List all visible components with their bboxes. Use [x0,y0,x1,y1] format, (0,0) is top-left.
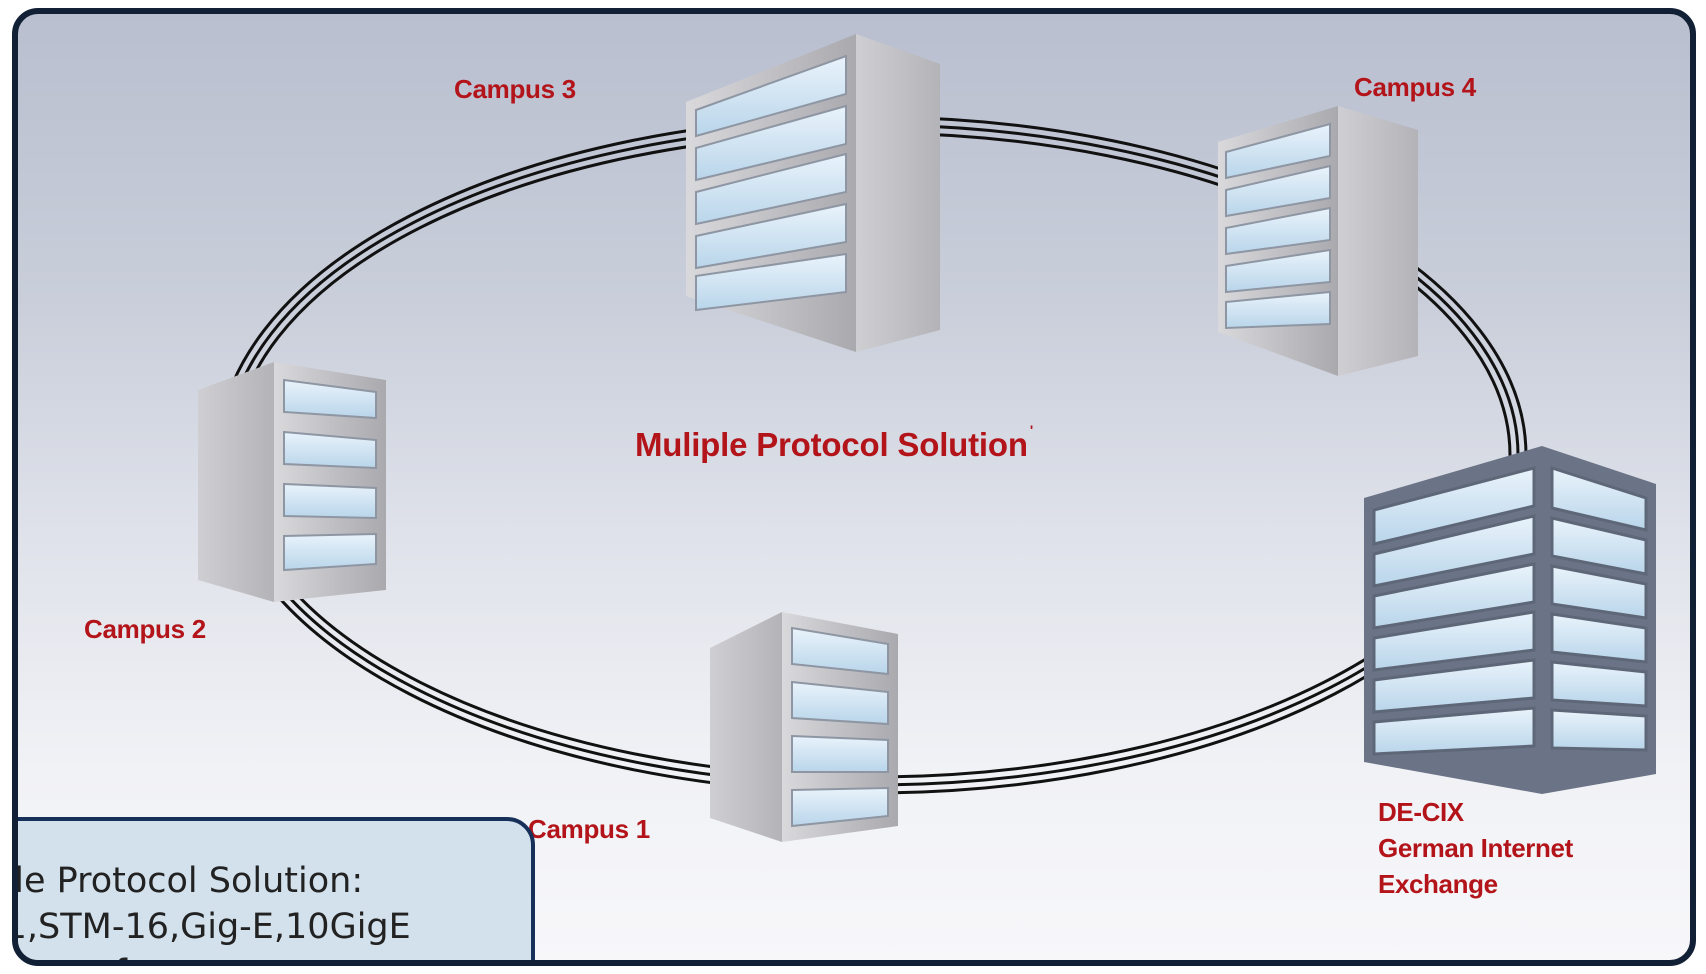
callout-line-2: -1,STM-16,Gig-E,10GigE [12,907,411,947]
diagram-title-text: Muliple Protocol Solution [635,426,1028,463]
callout-line-1: ple Protocol Solution: [12,861,364,901]
network-diagram [198,34,1656,842]
building-de-cix [1364,446,1656,794]
building-campus-4 [1218,106,1418,376]
label-campus-3: Campus 3 [454,74,576,104]
diagram-title-mark: ' [1029,422,1033,438]
building-campus-1 [710,612,898,842]
de-cix-line-2: German Internet [1378,833,1573,863]
label-campus-1: Campus 1 [528,814,650,844]
de-cix-line-3: Exchange [1378,869,1498,899]
protocol-callout: ple Protocol Solution: -1,STM-16,Gig-E,1… [12,817,535,960]
callout-line-3: a transfer [18,953,163,960]
label-campus-2: Campus 2 [84,614,206,644]
building-campus-2 [198,362,386,602]
building-campus-3 [686,34,940,352]
diagram-title: Muliple Protocol Solution' [635,422,1033,464]
de-cix-line-1: DE-CIX [1378,797,1464,827]
label-campus-4: Campus 4 [1354,72,1476,102]
diagram-frame: Campus 3 Campus 4 Campus 2 Campus 1 Muli… [12,8,1696,966]
label-de-cix: DE-CIX German Internet Exchange [1378,794,1573,902]
